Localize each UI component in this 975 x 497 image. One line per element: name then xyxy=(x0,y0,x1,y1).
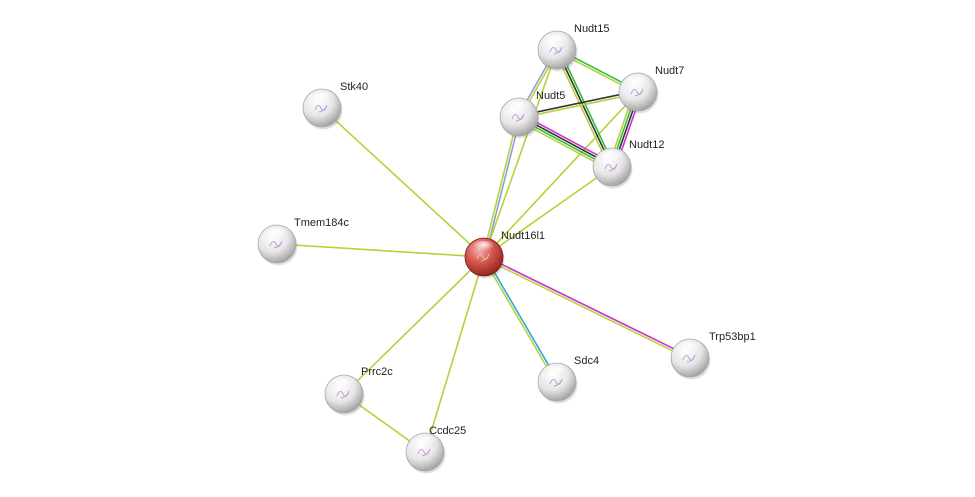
node-highlight xyxy=(472,241,496,255)
node-highlight xyxy=(545,366,569,380)
edge-nudt16l1-nudt12[interactable] xyxy=(483,166,613,258)
edge-line-textmining xyxy=(424,256,485,453)
node-label-tmem184c: Tmem184c xyxy=(294,217,350,229)
edge-line-textmining xyxy=(483,166,613,258)
node-label-nudt12: Nudt12 xyxy=(629,139,664,151)
edge-line-textmining xyxy=(482,256,557,384)
node-label-nudt7: Nudt7 xyxy=(655,65,684,77)
node-label-stk40: Stk40 xyxy=(340,81,368,93)
node-label-prrc2c: Prrc2c xyxy=(361,366,393,378)
node-label-nudt5: Nudt5 xyxy=(536,90,565,102)
node-highlight xyxy=(332,378,356,392)
edge-nudt16l1-sdc4[interactable] xyxy=(482,255,559,384)
node-label-nudt16l1: Nudt16l1 xyxy=(501,230,545,242)
edge-nudt16l1-nudt5[interactable] xyxy=(482,115,521,259)
node-tmem184c[interactable]: Tmem184c xyxy=(257,217,350,266)
edge-line-textmining xyxy=(518,92,640,119)
node-nudt15[interactable]: Nudt15 xyxy=(537,23,609,72)
edge-line-textmining xyxy=(482,115,519,258)
node-prrc2c[interactable]: Prrc2c xyxy=(324,366,393,416)
node-highlight xyxy=(310,92,334,106)
node-label-trp53bp1: Trp53bp1 xyxy=(709,331,756,343)
node-nudt7[interactable]: Nudt7 xyxy=(618,65,684,114)
node-nudt12[interactable]: Nudt12 xyxy=(592,139,664,189)
edge-line-experiments xyxy=(483,255,692,358)
node-label-sdc4: Sdc4 xyxy=(574,355,599,367)
edge-line-coexpression xyxy=(556,49,613,168)
edge-line-textmining xyxy=(554,50,611,169)
edge-line-neighborhood xyxy=(558,48,615,167)
edge-line-textmining xyxy=(482,257,691,360)
edge-line-textmining xyxy=(276,243,485,258)
edge-nudt16l1-trp53bp1[interactable] xyxy=(482,255,692,360)
edge-nudt16l1-stk40[interactable] xyxy=(321,107,485,258)
node-highlight xyxy=(600,151,624,165)
edge-nudt16l1-prrc2c[interactable] xyxy=(343,256,485,395)
edge-line-coexpression xyxy=(517,90,639,117)
edge-line-database xyxy=(484,255,559,383)
node-highlight xyxy=(626,76,650,90)
node-highlight xyxy=(413,436,437,450)
node-ccdc25[interactable]: Ccdc25 xyxy=(405,425,466,474)
node-label-nudt15: Nudt15 xyxy=(574,23,609,35)
node-highlight xyxy=(265,228,289,242)
node-nudt16l1[interactable]: Nudt16l1 xyxy=(464,230,545,279)
edge-nudt16l1-nudt15[interactable] xyxy=(483,49,558,258)
edge-nudt16l1-tmem184c[interactable] xyxy=(276,243,485,258)
node-highlight xyxy=(507,101,531,115)
node-nudt5[interactable]: Nudt5 xyxy=(499,90,565,139)
edge-line-textmining xyxy=(321,107,485,258)
edge-nudt16l1-ccdc25[interactable] xyxy=(424,256,485,453)
edge-line-textmining xyxy=(343,256,485,395)
node-stk40[interactable]: Stk40 xyxy=(302,81,368,130)
edge-nudt15-nudt12[interactable] xyxy=(554,48,615,169)
node-highlight xyxy=(545,34,569,48)
edge-line-textmining xyxy=(483,49,558,258)
edge-line-homology xyxy=(484,116,521,259)
edge-nudt5-nudt7[interactable] xyxy=(517,90,640,119)
node-trp53bp1[interactable]: Trp53bp1 xyxy=(670,331,756,380)
node-sdc4[interactable]: Sdc4 xyxy=(537,355,599,404)
node-label-ccdc25: Ccdc25 xyxy=(429,425,466,437)
node-highlight xyxy=(678,342,702,356)
edge-line-textmining xyxy=(483,91,639,258)
edge-nudt16l1-nudt7[interactable] xyxy=(483,91,639,258)
